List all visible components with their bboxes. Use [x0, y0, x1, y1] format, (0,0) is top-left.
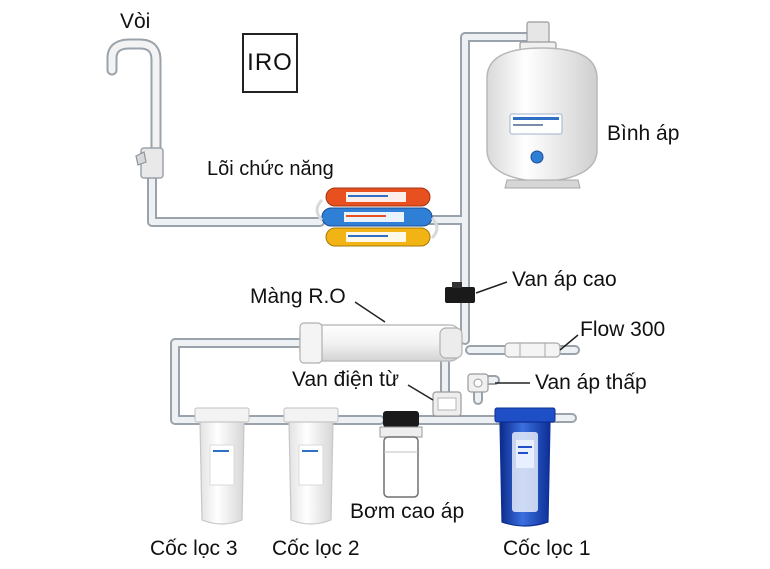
label-low-pressure-valve: Van áp thấp	[535, 371, 647, 394]
filter-housing-3	[194, 407, 250, 525]
filter-housing-2	[283, 407, 339, 525]
high-pressure-pump	[379, 411, 423, 498]
core-orange	[325, 187, 431, 207]
high-pressure-valve	[445, 282, 475, 303]
label-flow: Flow 300	[580, 318, 666, 341]
flow-restrictor	[504, 342, 561, 358]
pressure-tank	[486, 21, 598, 189]
label-filter-3: Cốc lọc 3	[150, 537, 238, 560]
label-pressure-tank: Bình áp	[607, 122, 680, 145]
label-solenoid-valve: Van điện từ	[292, 368, 400, 391]
label-faucet: Vòi	[120, 10, 151, 33]
low-pressure-valve	[467, 373, 489, 393]
label-functional-cores: Lõi chức năng	[207, 158, 334, 180]
label-ro-membrane: Màng R.O	[250, 285, 346, 308]
label-high-pressure-valve: Van áp cao	[512, 268, 617, 291]
brand-logo: IRO	[242, 33, 298, 93]
label-filter-1: Cốc lọc 1	[503, 537, 591, 560]
label-pump: Bơm cao áp	[350, 500, 465, 523]
solenoid-valve	[432, 391, 462, 417]
ro-membrane	[299, 322, 463, 364]
callout-lines	[354, 281, 579, 401]
core-blue	[321, 207, 433, 227]
functional-cores	[315, 187, 439, 247]
filter-housing-1	[494, 407, 556, 527]
label-filter-2: Cốc lọc 2	[272, 537, 360, 560]
faucet	[106, 38, 164, 179]
brand-logo-text: IRO	[247, 49, 293, 76]
core-yellow	[325, 227, 431, 247]
